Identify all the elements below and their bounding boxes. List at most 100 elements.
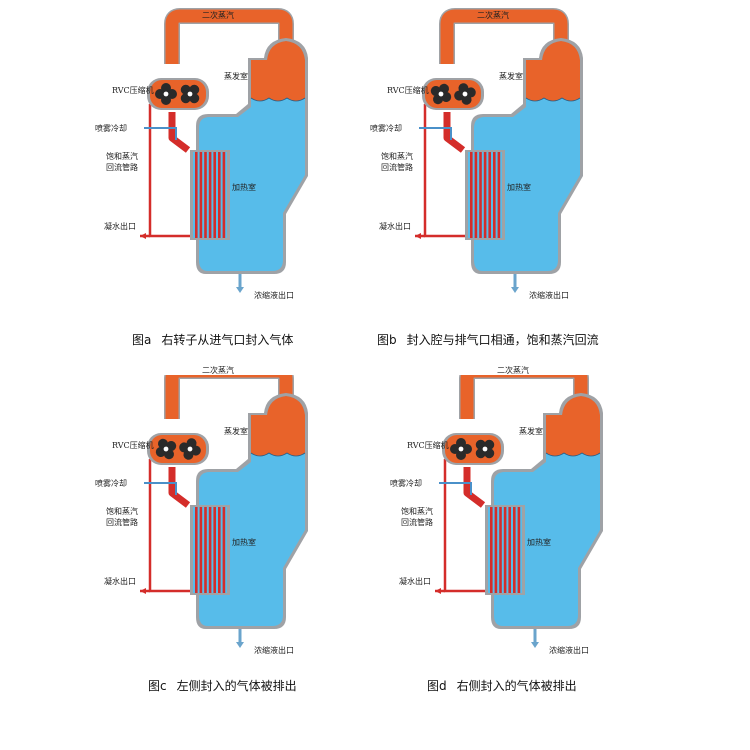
- compressed-steam-pipe: [168, 467, 191, 508]
- concentrate-outlet-label: 浓缩液出口: [529, 291, 569, 300]
- spray-cooling-line: [144, 482, 177, 495]
- schematic-group: [415, 8, 583, 293]
- heating-tube: [470, 152, 473, 238]
- condensate-outlet-label: 凝水出口: [104, 222, 136, 231]
- heating-chamber-label: 加热室: [232, 538, 256, 547]
- heating-tube: [195, 507, 198, 593]
- heating-tube: [208, 507, 212, 593]
- rotor-hub: [458, 446, 464, 452]
- rotor-hub: [163, 91, 169, 97]
- rotor-hub: [462, 91, 468, 97]
- panel-a: 二次蒸汽 RVC压缩机 蒸发室 喷雾冷却 饱和蒸汽 回流管路 加热室 凝水出口 …: [0, 0, 375, 375]
- heating-tube: [195, 152, 198, 238]
- heating-tube: [503, 507, 507, 593]
- rotor-lobe: [439, 83, 449, 94]
- rotor-lobe: [433, 94, 443, 105]
- secondary-steam-label: 二次蒸汽: [202, 366, 234, 375]
- compressor-label: RVC压缩机: [112, 441, 154, 450]
- rotor-hub: [482, 446, 488, 452]
- panel-c: 二次蒸汽 RVC压缩机 蒸发室 喷雾冷却 饱和蒸汽 回流管路 加热室 凝水出口 …: [0, 367, 375, 750]
- concentrate-outlet-label: 浓缩液出口: [254, 646, 294, 655]
- secondary-steam-label: 二次蒸汽: [497, 366, 529, 375]
- steam-duct: [440, 9, 568, 64]
- heating-chamber-label: 加热室: [232, 183, 256, 192]
- rotor: [155, 438, 177, 460]
- steam-space: [251, 41, 305, 101]
- rotor-lobe: [183, 449, 194, 460]
- steam-duct: [165, 375, 293, 419]
- rotor-lobe: [461, 94, 472, 105]
- heating-tube: [222, 152, 226, 238]
- rotor-lobe: [484, 439, 495, 450]
- rotor-hub: [163, 446, 169, 452]
- heating-tube: [499, 507, 502, 593]
- spray-cooling-line: [144, 127, 177, 140]
- figure-tag: 图c: [148, 679, 167, 693]
- rotor-lobe: [189, 93, 200, 104]
- spray-cooling-line: [439, 482, 472, 495]
- heating-tube: [474, 152, 478, 238]
- heating-tube: [493, 152, 496, 238]
- rotor-hub: [187, 446, 193, 452]
- heating-tube: [488, 152, 491, 238]
- compressor-label: RVC压缩机: [407, 441, 449, 450]
- concentrate-arrow: [236, 287, 244, 293]
- heating-tube: [494, 507, 498, 593]
- rotor-lobe: [430, 86, 441, 96]
- heating-tube: [208, 152, 212, 238]
- spray-cooling-label: 喷雾冷却: [95, 124, 127, 133]
- rotor-lobe: [441, 92, 452, 102]
- heating-tube: [199, 507, 203, 593]
- liquid-surface: [250, 97, 306, 102]
- heating-tube: [490, 507, 493, 593]
- rotor: [450, 438, 472, 460]
- compressor-label: RVC压缩机: [387, 86, 429, 95]
- figure-caption-text: 左侧封入的气体被排出: [176, 679, 297, 693]
- heating-tube: [213, 507, 216, 593]
- compressed-steam-pipe: [463, 467, 486, 508]
- schematic-group: [140, 375, 308, 648]
- condensate-outlet-label: 凝水出口: [399, 577, 431, 586]
- rotor-lobe: [166, 441, 177, 451]
- rotor-lobe: [458, 83, 469, 94]
- condensate-arrow: [415, 233, 421, 239]
- heating-chamber-label: 加热室: [507, 183, 531, 192]
- schematic-group: [435, 375, 603, 648]
- figure-tag: 图a: [132, 333, 152, 347]
- compressed-steam-pipe: [443, 112, 466, 153]
- panel-b: 二次蒸汽 RVC压缩机 蒸发室 喷雾冷却 饱和蒸汽 回流管路 加热室 凝水出口 …: [370, 0, 750, 375]
- spray-cooling-label: 喷雾冷却: [95, 479, 127, 488]
- concentrate-outlet-label: 浓缩液出口: [254, 291, 294, 300]
- condensate-arrow: [140, 588, 146, 594]
- spray-cooling-label: 喷雾冷却: [370, 124, 402, 133]
- heating-tube: [222, 507, 226, 593]
- steam-space: [546, 396, 600, 456]
- rotor: [155, 83, 177, 105]
- rotor-hub: [438, 91, 444, 97]
- rotor-lobe: [180, 84, 191, 95]
- compressor-label: RVC压缩机: [112, 86, 154, 95]
- compressed-steam-pipe: [168, 112, 191, 153]
- heating-tube: [204, 507, 207, 593]
- rotor-lobe: [158, 438, 168, 449]
- steam-duct: [165, 9, 293, 64]
- rotor-lobe: [161, 83, 171, 93]
- rotor-hub: [187, 91, 193, 97]
- schematic-group: [140, 8, 308, 293]
- heating-tube: [218, 152, 221, 238]
- heating-tube: [479, 152, 482, 238]
- figure-caption: 图c 左侧封入的气体被排出: [148, 680, 297, 692]
- mvr-evaporator-diagram-d: [435, 375, 603, 648]
- heating-tube: [497, 152, 501, 238]
- liquid-surface: [250, 452, 306, 457]
- mvr-evaporator-diagram-c: [140, 375, 308, 648]
- saturated-steam-return-label: 饱和蒸汽 回流管路: [106, 507, 138, 527]
- spray-cooling-line: [419, 127, 452, 140]
- mvr-evaporator-diagram-a: [140, 8, 308, 293]
- rotor-lobe: [475, 439, 486, 450]
- heating-tube: [204, 152, 207, 238]
- rotor-lobe: [179, 442, 190, 453]
